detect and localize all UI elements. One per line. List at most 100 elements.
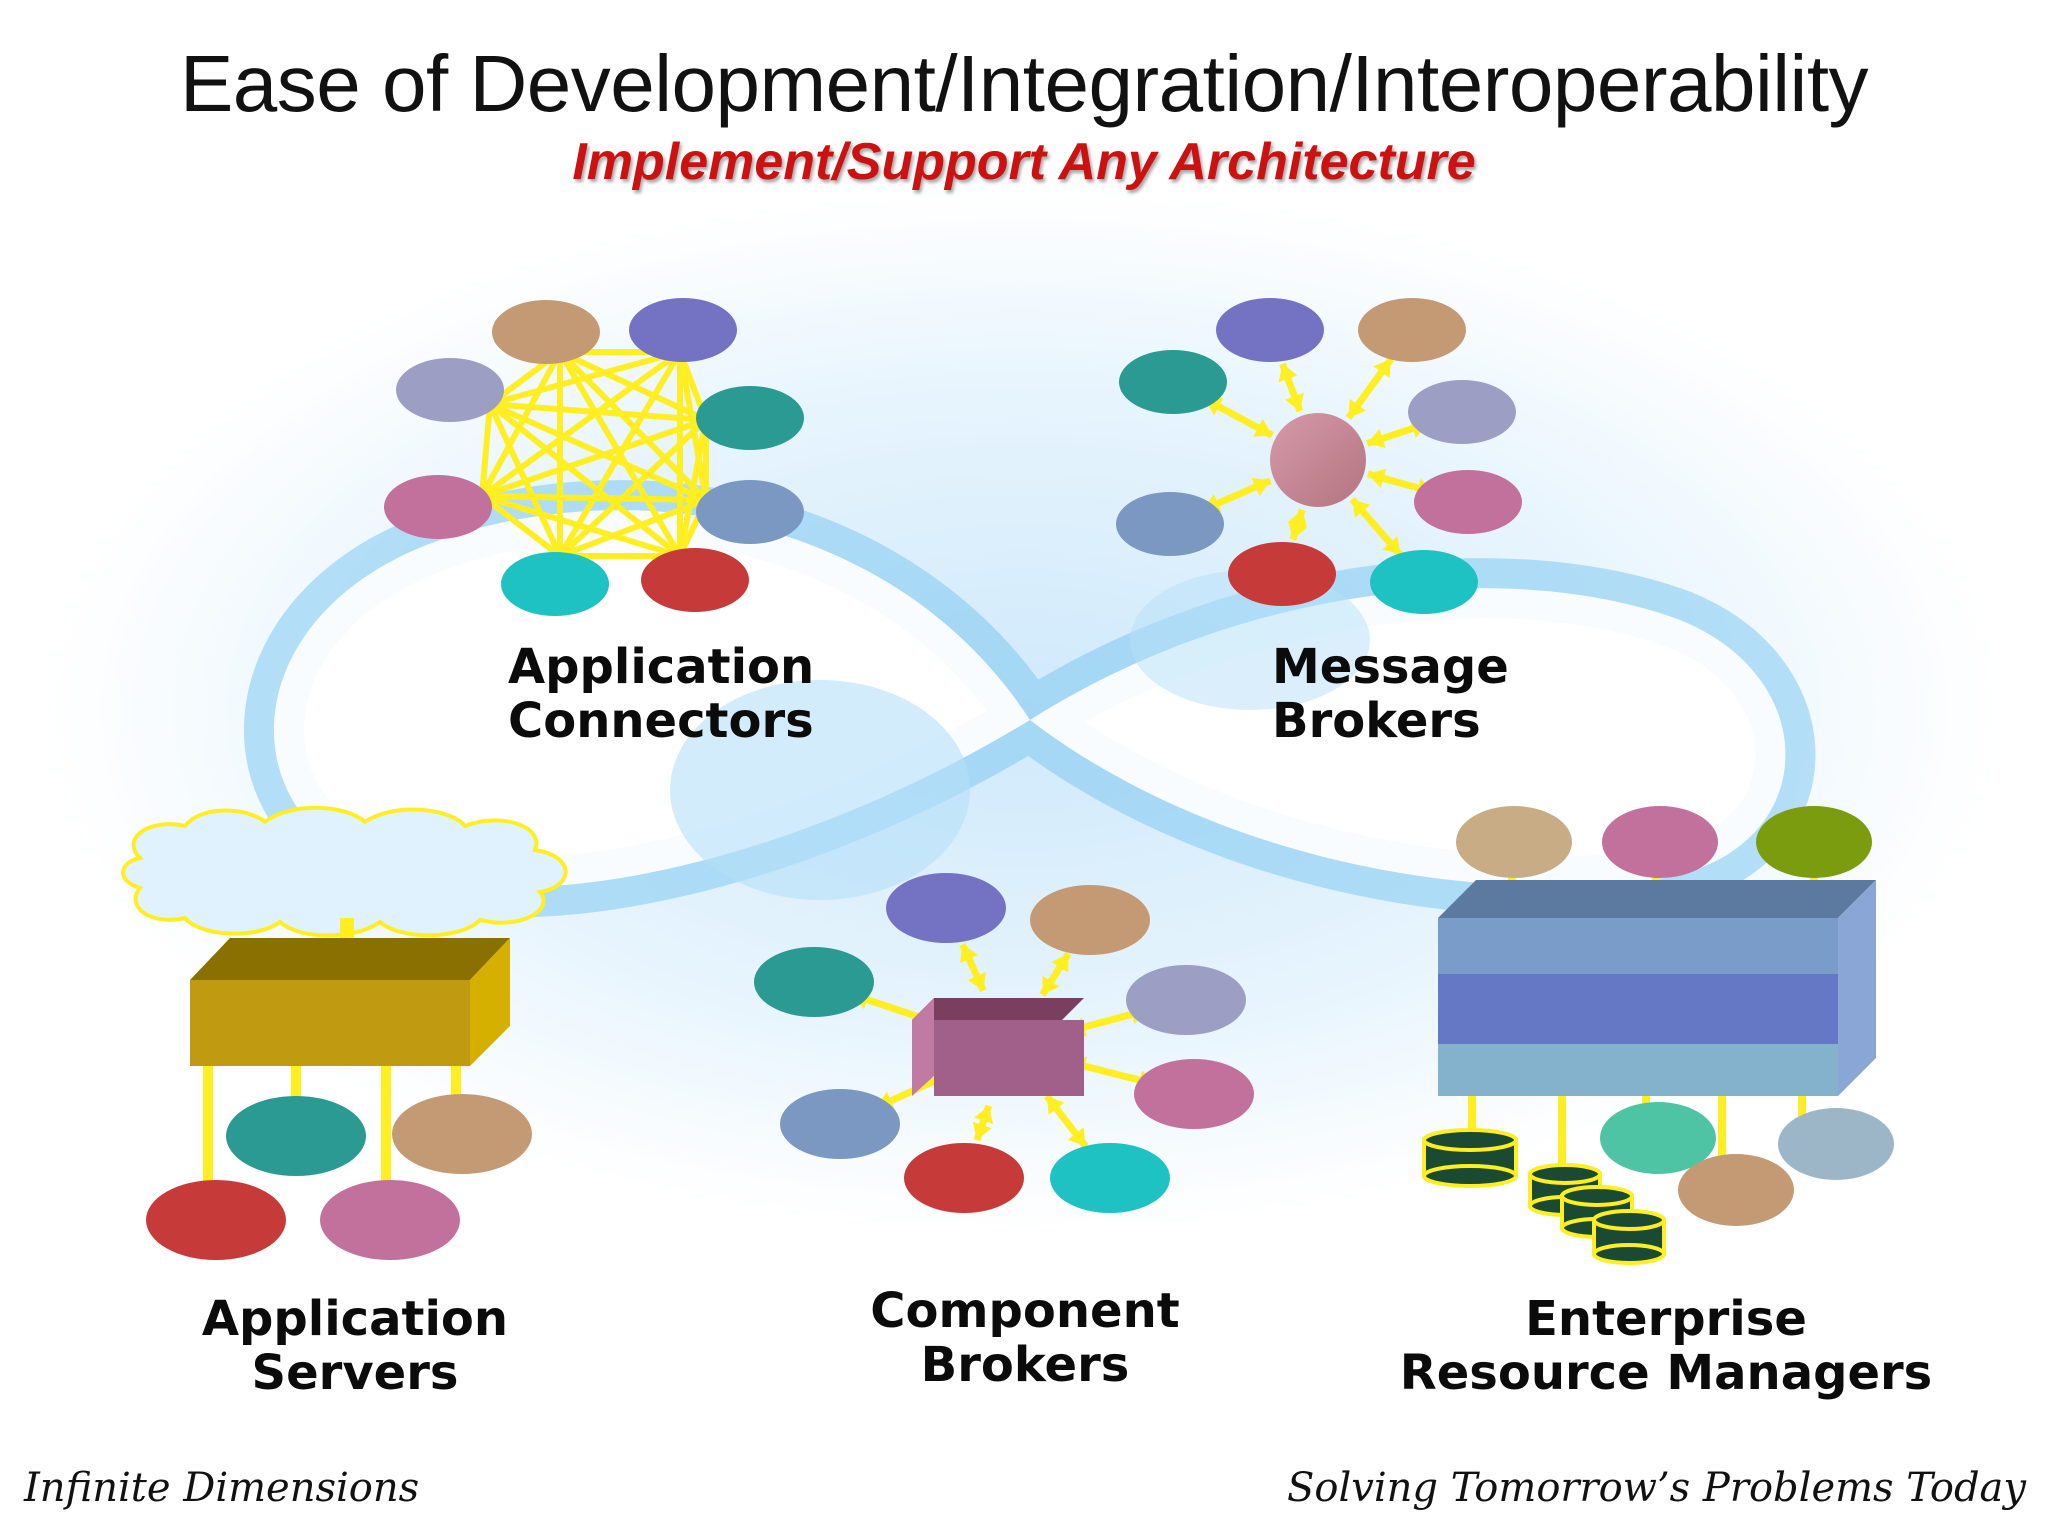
node-cyan (501, 552, 609, 616)
label-line: Component (870, 1283, 1180, 1339)
mesh-line (479, 350, 563, 498)
node-teal (696, 386, 804, 450)
node-lavender (396, 358, 504, 422)
node-teal (754, 947, 874, 1017)
component-brokers-label: Component Brokers (850, 1284, 1200, 1392)
arrow-head (1367, 429, 1386, 448)
label-line: Message (1272, 639, 1509, 695)
arrow-head (960, 944, 979, 964)
node-pink (384, 475, 492, 539)
label-line: Connectors (508, 693, 814, 749)
mesh-line (481, 417, 707, 499)
label-line: Brokers (920, 1337, 1130, 1393)
node-red (146, 1180, 286, 1260)
arrow-head (1348, 399, 1366, 418)
node-pink (1602, 806, 1718, 878)
mesh-line (557, 350, 683, 558)
message-brokers-label: Message Brokers (1272, 640, 1509, 748)
node-purple (629, 298, 737, 362)
erm-band-mid (1438, 974, 1838, 1044)
server-box-side (470, 938, 510, 1066)
mesh-line (481, 493, 707, 503)
arrow-head (1253, 418, 1273, 437)
node-red (641, 548, 749, 612)
erm-stack-top (1438, 880, 1876, 918)
arrow-head (1251, 477, 1271, 497)
arrow-head (1278, 363, 1298, 383)
node-red (904, 1143, 1024, 1213)
mesh-line (488, 401, 682, 559)
arrow-head (1042, 975, 1060, 995)
node-pink (1134, 1059, 1254, 1129)
footer-left: Infinite Dimensions (24, 1465, 420, 1511)
node-tan (392, 1094, 532, 1174)
enterprise-resource-managers-label: Enterprise Resource Managers (1386, 1292, 1946, 1400)
node-cyan (1050, 1143, 1170, 1213)
mesh-line (480, 349, 682, 499)
mesh-line (481, 493, 681, 559)
node-tan (1456, 806, 1572, 878)
node-steel (696, 480, 804, 544)
cloud-shape (121, 805, 568, 938)
node-tan (492, 300, 600, 364)
arrow-head (1352, 499, 1371, 518)
label-line: Application (201, 1291, 509, 1347)
arrow-head (1287, 509, 1308, 528)
mesh-line (489, 349, 681, 407)
arrow-head (1368, 468, 1387, 488)
server-box (190, 980, 470, 1066)
mesh-line (488, 401, 708, 503)
node-teal (226, 1096, 366, 1176)
arrow-head (972, 1121, 992, 1141)
node-lavender (1126, 965, 1246, 1035)
node-purple (886, 873, 1006, 943)
node-tan (1678, 1154, 1794, 1226)
component-brokers-group (754, 873, 1254, 1213)
erm-stack-side (1838, 880, 1876, 1096)
application-servers-label: Application Servers (180, 1292, 530, 1400)
node-steel (1116, 492, 1224, 556)
label-line: Brokers (1272, 693, 1481, 749)
node-teal (1119, 350, 1227, 414)
arrow-head (1373, 359, 1391, 378)
component-box-top (912, 998, 1084, 1020)
message-brokers-group (1116, 298, 1522, 614)
component-box-side (912, 998, 934, 1096)
label-line: Resource Managers (1399, 1345, 1933, 1401)
arrow-head (1382, 536, 1401, 555)
mesh-line (558, 497, 708, 559)
server-box-top (190, 938, 510, 980)
arrow-head (1285, 392, 1304, 412)
erm-band-bottom (1438, 1044, 1838, 1096)
mesh-line (480, 493, 562, 559)
node-steel (780, 1089, 900, 1159)
label-line: Enterprise (1525, 1291, 1807, 1347)
node-purple (1216, 298, 1324, 362)
node-tan (1358, 298, 1466, 362)
broker-hub (1270, 413, 1366, 507)
page-subtitle: Implement/Support Any Architecture (572, 133, 1476, 191)
application-connectors-label: Application Connectors (508, 640, 814, 748)
enterprise-resource-managers-group (1422, 806, 1894, 1265)
mesh-line (677, 419, 709, 557)
application-servers-group (121, 805, 568, 1260)
label-line: Application (508, 639, 815, 695)
label-line: Servers (251, 1345, 459, 1401)
node-mint (1600, 1102, 1716, 1174)
mesh-line (489, 401, 707, 423)
node-red (1228, 542, 1336, 606)
erm-band-top (1438, 918, 1838, 974)
node-lavender (1408, 380, 1516, 444)
node-cyan (1370, 550, 1478, 614)
mesh-line (557, 417, 709, 559)
arrow-head (1046, 1096, 1065, 1115)
arrow-head (1067, 1127, 1086, 1147)
node-green (1756, 806, 1872, 878)
component-box (934, 1020, 1084, 1096)
arrow-head (974, 1105, 994, 1125)
page-title: Ease of Development/Integration/Interope… (179, 39, 1869, 128)
arrow-head (967, 971, 986, 991)
node-pink (320, 1180, 460, 1260)
arrow-head (1051, 953, 1069, 973)
